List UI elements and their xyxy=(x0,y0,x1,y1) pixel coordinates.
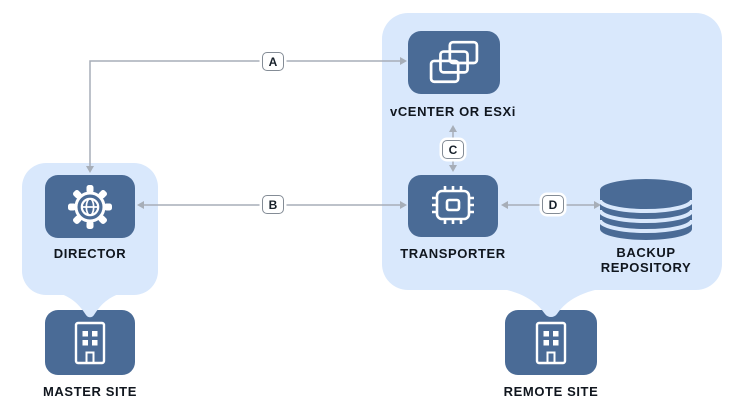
connector-d-badge: D xyxy=(542,195,564,214)
connector-c-badge: C xyxy=(442,140,464,159)
remote-site-node xyxy=(505,310,597,375)
cpu-chip-icon xyxy=(432,186,474,224)
backup-repository-label-line1: BACKUP xyxy=(616,245,676,260)
remote-site-label: REMOTE SITE xyxy=(503,384,599,399)
connector-b-badge: B xyxy=(262,195,284,214)
vcenter-label: vCENTER OR ESXi xyxy=(389,104,517,119)
building-icon xyxy=(74,321,106,364)
database-cylinder-icon xyxy=(598,179,694,240)
vcenter-node xyxy=(408,31,500,94)
connector-a-line xyxy=(89,60,400,166)
building-icon xyxy=(535,321,567,364)
backup-repository-label-line2: REPOSITORY xyxy=(600,259,692,275)
transporter-label: TRANSPORTER xyxy=(400,246,506,261)
backup-repository-label: BACKUP REPOSITORY xyxy=(600,245,692,275)
connector-a-badge: A xyxy=(262,52,284,71)
director-node xyxy=(45,175,135,238)
transporter-node xyxy=(408,175,498,237)
gear-globe-icon xyxy=(68,184,112,229)
vm-overlapping-screens-icon xyxy=(429,40,479,83)
master-site-node xyxy=(45,310,135,375)
master-site-label: MASTER SITE xyxy=(43,384,137,399)
director-label: DIRECTOR xyxy=(53,246,127,261)
